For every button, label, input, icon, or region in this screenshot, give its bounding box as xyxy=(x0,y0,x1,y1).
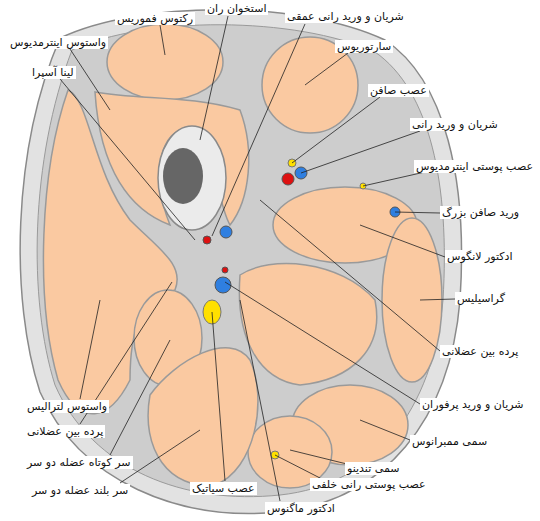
part-label: عصب سیاتیک xyxy=(190,482,257,495)
part-label: سر کوتاه عضله دو سر xyxy=(25,456,133,469)
part-label: واستوس اینترمدیوس xyxy=(8,36,108,49)
part-label: عصب پوستی اینترمدیوس xyxy=(414,160,535,173)
part-label: لینا آسپرا xyxy=(30,66,76,79)
part-label: استخوان ران xyxy=(205,2,268,15)
part-label: پرده بین عضلانی xyxy=(25,425,105,438)
part-label: ادکتور ماگنوس xyxy=(265,502,337,515)
part-label: شریان و ورید رانی xyxy=(410,118,500,131)
part-label: رکتوس فموریس xyxy=(115,12,195,25)
part-label: سر بلند عضله دو سر xyxy=(30,484,130,497)
part-label: شریان و ورید پرفوران xyxy=(420,398,526,411)
part-label: شریان و ورید رانی عمقی xyxy=(285,10,406,23)
part-label: سارتوریوس xyxy=(335,40,393,53)
part-label: سمی تندینو xyxy=(345,462,401,475)
part-label: عصب پوستی رانی خلفی xyxy=(310,478,428,491)
part-label: ورید صافن بزرگ xyxy=(440,206,521,219)
part-label: عصب صافن xyxy=(368,84,429,97)
part-label: گراسیلیس xyxy=(455,292,507,305)
part-label: سمی ممبرانوس xyxy=(410,435,489,448)
part-label: واستوس لترالیس xyxy=(25,400,109,413)
part-label: پرده بین عضلانی xyxy=(440,345,520,358)
part-label: ادکتور لانگوس xyxy=(445,250,515,263)
